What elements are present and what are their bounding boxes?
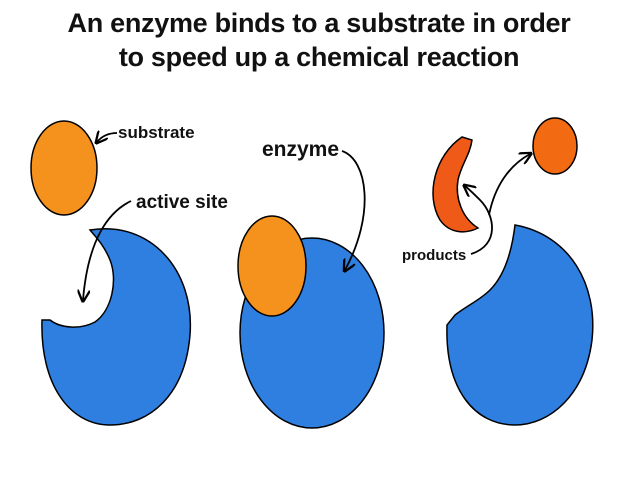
substrate-label: substrate bbox=[118, 123, 195, 142]
title-line-1: An enzyme binds to a substrate in order bbox=[67, 8, 571, 38]
active-site-arrow bbox=[83, 200, 132, 300]
enzyme-arrow bbox=[341, 150, 366, 270]
products-arrow-right bbox=[488, 154, 530, 216]
title-line-2: to speed up a chemical reaction bbox=[118, 42, 520, 72]
enzyme-panel-3 bbox=[446, 224, 594, 426]
substrate-panel-1 bbox=[30, 120, 98, 216]
product-crescent bbox=[432, 136, 480, 233]
products-arrow-left bbox=[465, 186, 493, 255]
products-label: products bbox=[402, 247, 466, 264]
product-circle bbox=[532, 117, 578, 175]
enzyme-label: enzyme bbox=[262, 138, 339, 161]
enzyme-panel-1 bbox=[41, 228, 192, 426]
active-site-label: active site bbox=[136, 192, 228, 213]
substrate-arrow bbox=[97, 133, 118, 142]
substrate-bound-panel-2 bbox=[237, 215, 307, 317]
